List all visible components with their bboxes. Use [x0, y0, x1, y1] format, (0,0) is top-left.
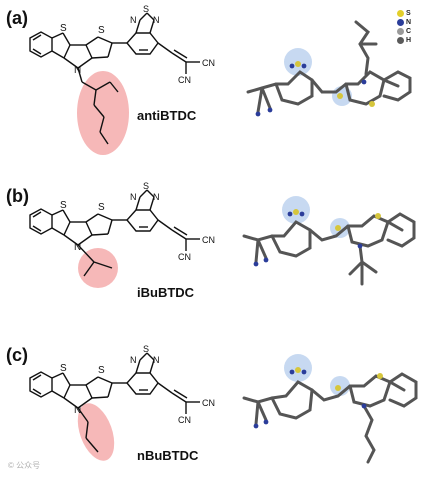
atom-label-s: S	[143, 181, 149, 191]
atom-label-s: S	[98, 202, 105, 213]
panel-label-c: (c)	[6, 345, 28, 365]
atom-label-s: S	[143, 344, 149, 354]
atom-label-n: N	[130, 15, 137, 25]
atom-label-n: N	[153, 192, 160, 202]
atom-label-n: N	[74, 65, 81, 76]
atom-label-cn: CN	[202, 58, 215, 68]
atom-label-s: S	[60, 200, 67, 211]
legend-swatch	[397, 28, 404, 35]
atom-label-cn: CN	[202, 398, 215, 408]
panel-label-a: (a)	[6, 8, 28, 28]
atom-label-s: S	[98, 25, 105, 36]
atom-label-n: N	[153, 15, 160, 25]
compound-name-c: nBuBTDC	[137, 448, 199, 463]
legend-label: H	[406, 37, 412, 44]
legend-swatch	[397, 10, 404, 17]
compound-name-a: antiBTDC	[137, 108, 197, 123]
alkyl-chain-highlight	[77, 403, 115, 461]
atom-label-n: N	[74, 405, 81, 416]
atom-label-cn: CN	[178, 415, 191, 425]
atom-label-s: S	[98, 365, 105, 376]
atom-label-cn: CN	[178, 252, 191, 262]
panel-label-b: (b)	[6, 186, 29, 206]
atom-label-n: N	[130, 192, 137, 202]
atom-label-s: S	[143, 4, 149, 14]
atom-label-s: S	[60, 363, 67, 374]
legend-swatch	[397, 37, 404, 44]
atom-label-cn: CN	[202, 235, 215, 245]
legend-swatch	[397, 19, 404, 26]
watermark: © 公众号	[8, 461, 41, 470]
alkyl-chain-highlight	[78, 248, 118, 288]
legend-item-n: N	[397, 18, 423, 27]
alkyl-chain-highlight	[77, 71, 129, 155]
legend-item-c: C	[397, 27, 423, 36]
atom-label-n: N	[74, 242, 81, 253]
compound-name-b: iBuBTDC	[137, 285, 195, 300]
atom-label-n: N	[153, 355, 160, 365]
legend-label: S	[406, 10, 411, 17]
atom-label-cn: CN	[178, 75, 191, 85]
legend-label: C	[406, 28, 412, 35]
atom-label-n: N	[130, 355, 137, 365]
atom-legend: S N C H	[397, 9, 423, 45]
legend-item-s: S	[397, 9, 423, 18]
legend-item-h: H	[397, 36, 423, 45]
atom-label-s: S	[60, 23, 67, 34]
legend-label: N	[406, 19, 412, 26]
